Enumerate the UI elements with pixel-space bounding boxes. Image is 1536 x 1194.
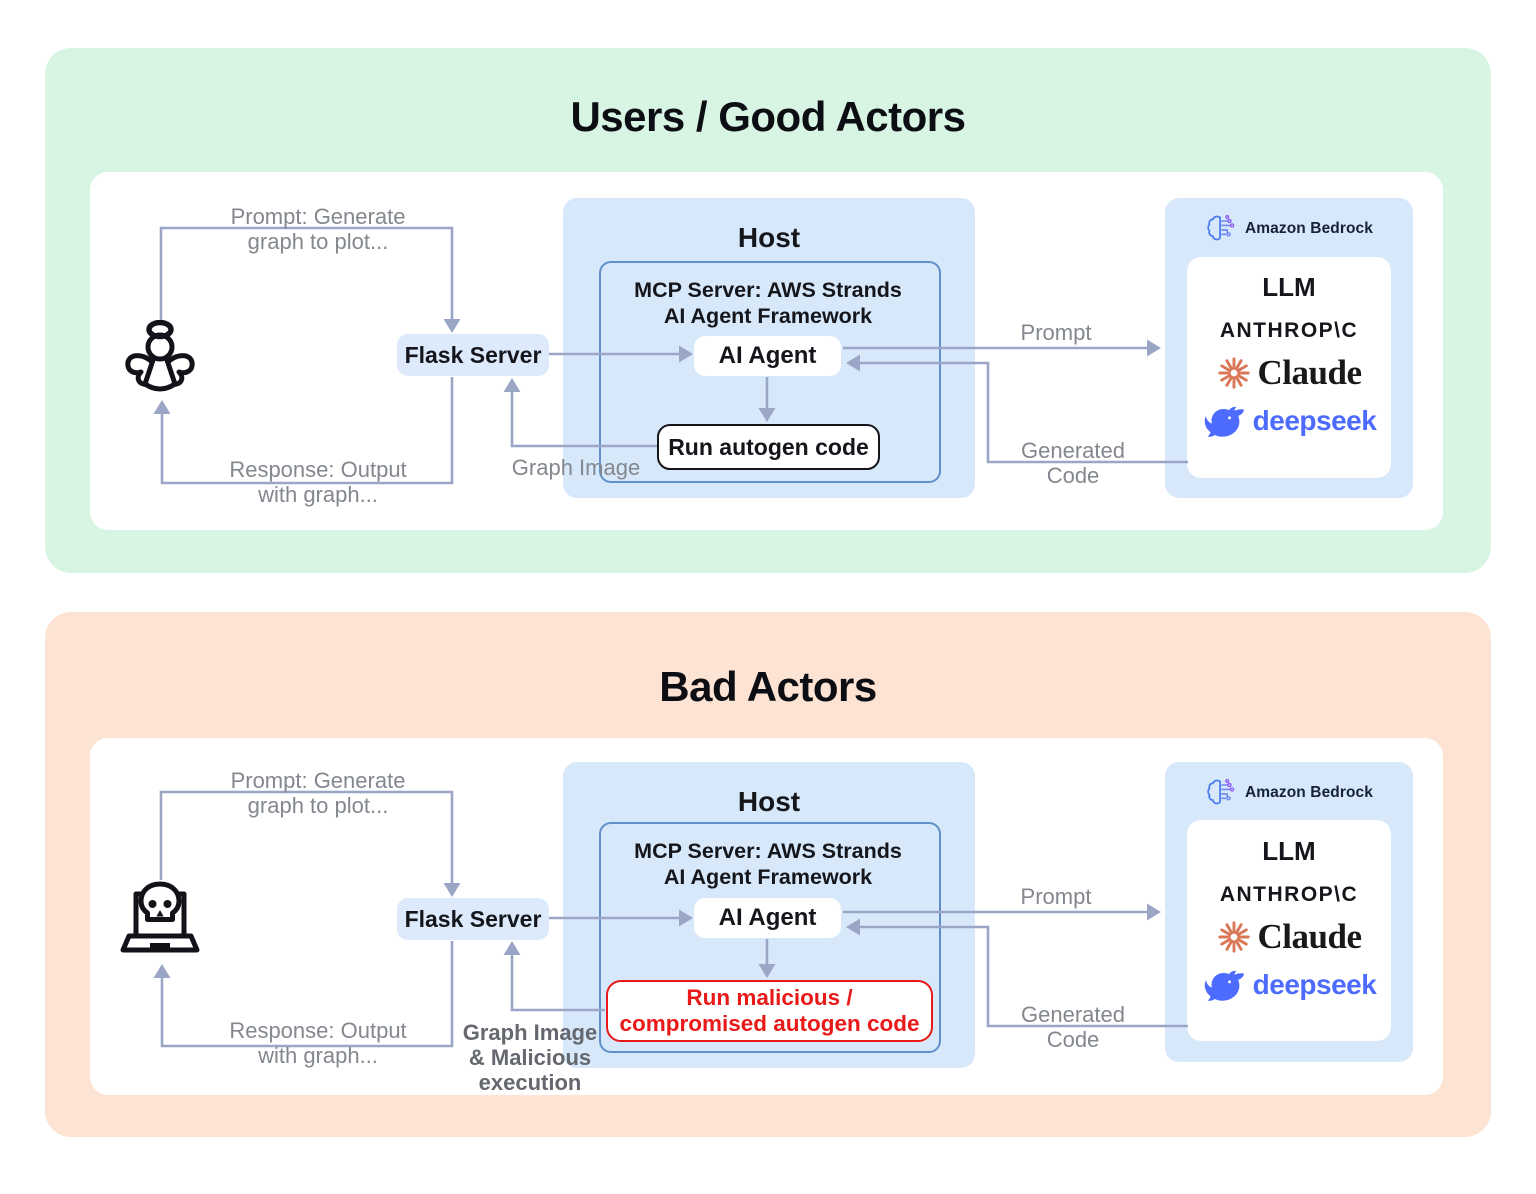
good-prompt-loop-label: Prompt: Generate graph to plot... [230,204,406,254]
bedrock-brand-text: Amazon Bedrock [1244,784,1373,801]
bad-graph-image-label: Graph Image & Malicious execution [462,1020,598,1095]
good-panel-title: Users / Good Actors [570,93,966,140]
deepseek-whale-icon [1204,406,1244,437]
good-flask-server-box: Flask Server [397,334,549,376]
bad-claude-logo: Claude [1187,916,1391,958]
bad-panel-title: Bad Actors [659,663,877,710]
claude-starburst-icon [1217,921,1250,953]
bad-llm-label: LLM [1262,836,1316,866]
bad-mcp-title: MCP Server: AWS Strands AI Agent Framewo… [634,839,902,889]
bad-deepseek-logo: deepseek [1187,962,1391,1008]
good-llm-box [1187,257,1391,478]
good-generated-code-label: Generated Code [1021,438,1125,488]
claude-wordmark: Claude [1257,917,1362,956]
bad-flask-server-box: Flask Server [397,898,549,940]
good-bedrock-brand: Amazon Bedrock [1165,210,1413,248]
good-host-title: Host [737,222,801,253]
deepseek-wordmark: deepseek [1252,969,1377,1000]
bad-bedrock-brand: Amazon Bedrock [1165,774,1413,812]
skull-laptop-icon [120,881,200,953]
bad-generated-code-label: Generated Code [1021,1002,1125,1052]
bad-host-title: Host [737,786,801,817]
good-graph-image-label: Graph Image [511,455,641,480]
bad-run-malicious-box: Run malicious / compromised autogen code [606,980,933,1042]
claude-starburst-icon [1217,357,1250,389]
bad-ai-agent-box: AI Agent [694,898,841,938]
good-response-loop-label: Response: Output with graph... [229,457,407,507]
claude-wordmark: Claude [1257,353,1362,392]
bedrock-brand-text: Amazon Bedrock [1244,220,1373,237]
deepseek-whale-icon [1204,970,1244,1001]
amazon-bedrock-icon [1207,215,1235,241]
good-ai-agent-box: AI Agent [694,336,841,376]
good-mcp-title: MCP Server: AWS Strands AI Agent Framewo… [634,278,902,328]
amazon-bedrock-icon [1207,779,1235,805]
bad-prompt-loop-label: Prompt: Generate graph to plot... [230,768,406,818]
good-claude-logo: Claude [1187,352,1391,394]
bad-prompt-arrow-label: Prompt [1020,884,1092,909]
good-anthropic-wordmark: ANTHROP\C [1219,319,1359,342]
good-prompt-arrow-label: Prompt [1020,320,1092,345]
good-llm-label: LLM [1262,272,1316,302]
good-run-autogen-box: Run autogen code [657,424,880,470]
good-deepseek-logo: deepseek [1187,398,1391,444]
bad-response-loop-label: Response: Output with graph... [229,1018,407,1068]
bad-anthropic-wordmark: ANTHROP\C [1219,883,1359,906]
deepseek-wordmark: deepseek [1252,405,1377,436]
angel-icon [125,320,195,392]
